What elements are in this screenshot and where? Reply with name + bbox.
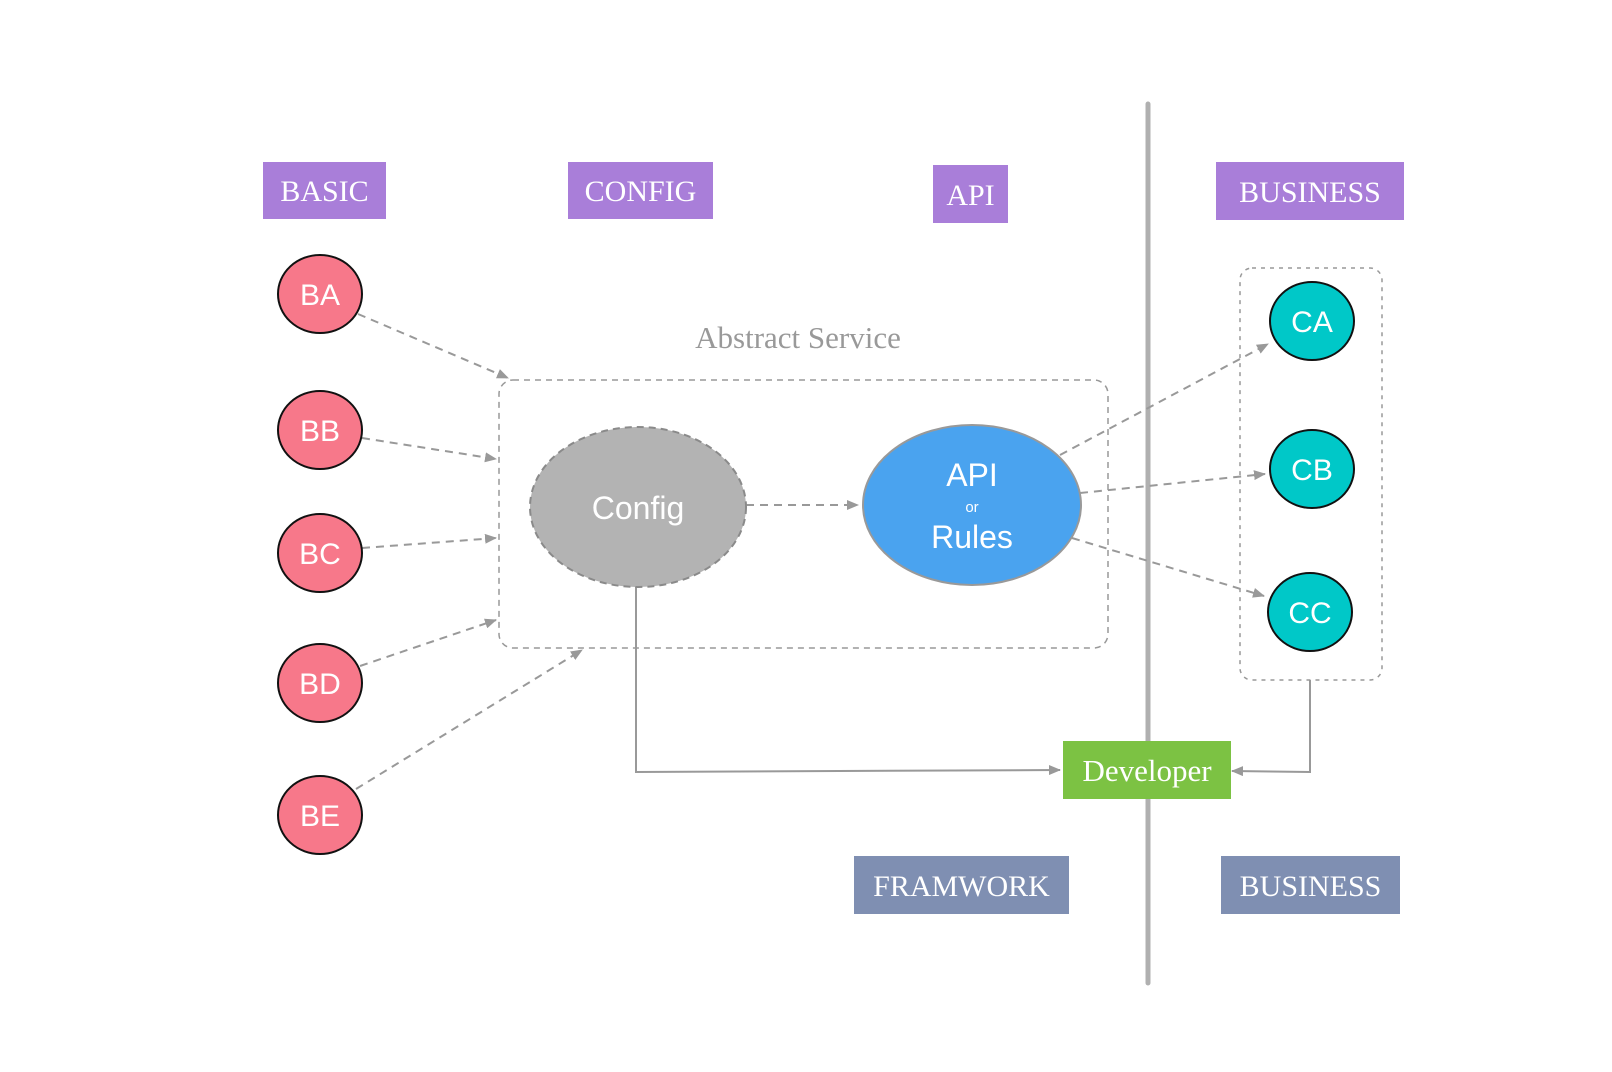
- connector-ba: [357, 313, 509, 379]
- header-api: API: [933, 165, 1008, 223]
- abstract-service-container: [498, 379, 1109, 649]
- basic-node-bc-label: BC: [299, 538, 341, 571]
- header-business: BUSINESS: [1216, 162, 1404, 220]
- business-nodes-container: [1239, 267, 1383, 681]
- api-node-or-label: or: [965, 499, 978, 516]
- footer-business-label: BUSINESS: [1240, 870, 1382, 903]
- abstract-service-title: Abstract Service: [695, 320, 901, 355]
- business-node-cb: CB: [1269, 429, 1355, 509]
- basic-node-ba-label: BA: [300, 279, 340, 312]
- api-rules-node: API or Rules: [862, 424, 1082, 586]
- developer-box: Developer: [1063, 741, 1231, 799]
- connector-business-developer: [1231, 680, 1311, 777]
- basic-node-bd-label: BD: [299, 668, 341, 701]
- connector-be: [355, 649, 583, 790]
- basic-node-be: BE: [277, 775, 363, 855]
- basic-node-be-label: BE: [300, 800, 340, 833]
- footer-framework-label: FRAMWORK: [873, 870, 1050, 903]
- header-basic: BASIC: [263, 162, 386, 219]
- header-config: CONFIG: [568, 162, 713, 219]
- connector-bb: [361, 437, 497, 463]
- footer-business: BUSINESS: [1221, 856, 1400, 914]
- connectors: [355, 313, 1269, 790]
- developer-label: Developer: [1082, 753, 1212, 788]
- connector-bc: [361, 533, 497, 549]
- developer-connectors: [635, 586, 1311, 777]
- business-node-cc: CC: [1267, 572, 1353, 652]
- business-node-cb-label: CB: [1291, 454, 1333, 487]
- basic-node-bd: BD: [277, 643, 363, 723]
- header-business-label: BUSINESS: [1239, 176, 1381, 209]
- header-basic-label: BASIC: [280, 175, 368, 208]
- basic-node-ba: BA: [277, 254, 363, 334]
- business-node-ca-label: CA: [1291, 306, 1333, 339]
- connector-bd: [359, 618, 497, 667]
- business-node-ca: CA: [1269, 281, 1355, 361]
- footer-framework: FRAMWORK: [854, 856, 1069, 914]
- config-node-label: Config: [592, 490, 685, 526]
- basic-node-bc: BC: [277, 513, 363, 593]
- connector-api-cc: [1071, 537, 1265, 598]
- connector-api-cb: [1079, 470, 1266, 494]
- business-node-cc-label: CC: [1288, 597, 1331, 630]
- connector-config-developer: [635, 586, 1061, 776]
- basic-node-bb-label: BB: [300, 415, 340, 448]
- connector-api-ca: [1059, 343, 1269, 456]
- header-config-label: CONFIG: [585, 175, 697, 208]
- basic-node-bb: BB: [277, 390, 363, 470]
- api-node-label: API: [946, 457, 998, 493]
- config-node: Config: [529, 426, 747, 588]
- rules-node-label: Rules: [931, 519, 1013, 555]
- header-api-label: API: [946, 179, 994, 212]
